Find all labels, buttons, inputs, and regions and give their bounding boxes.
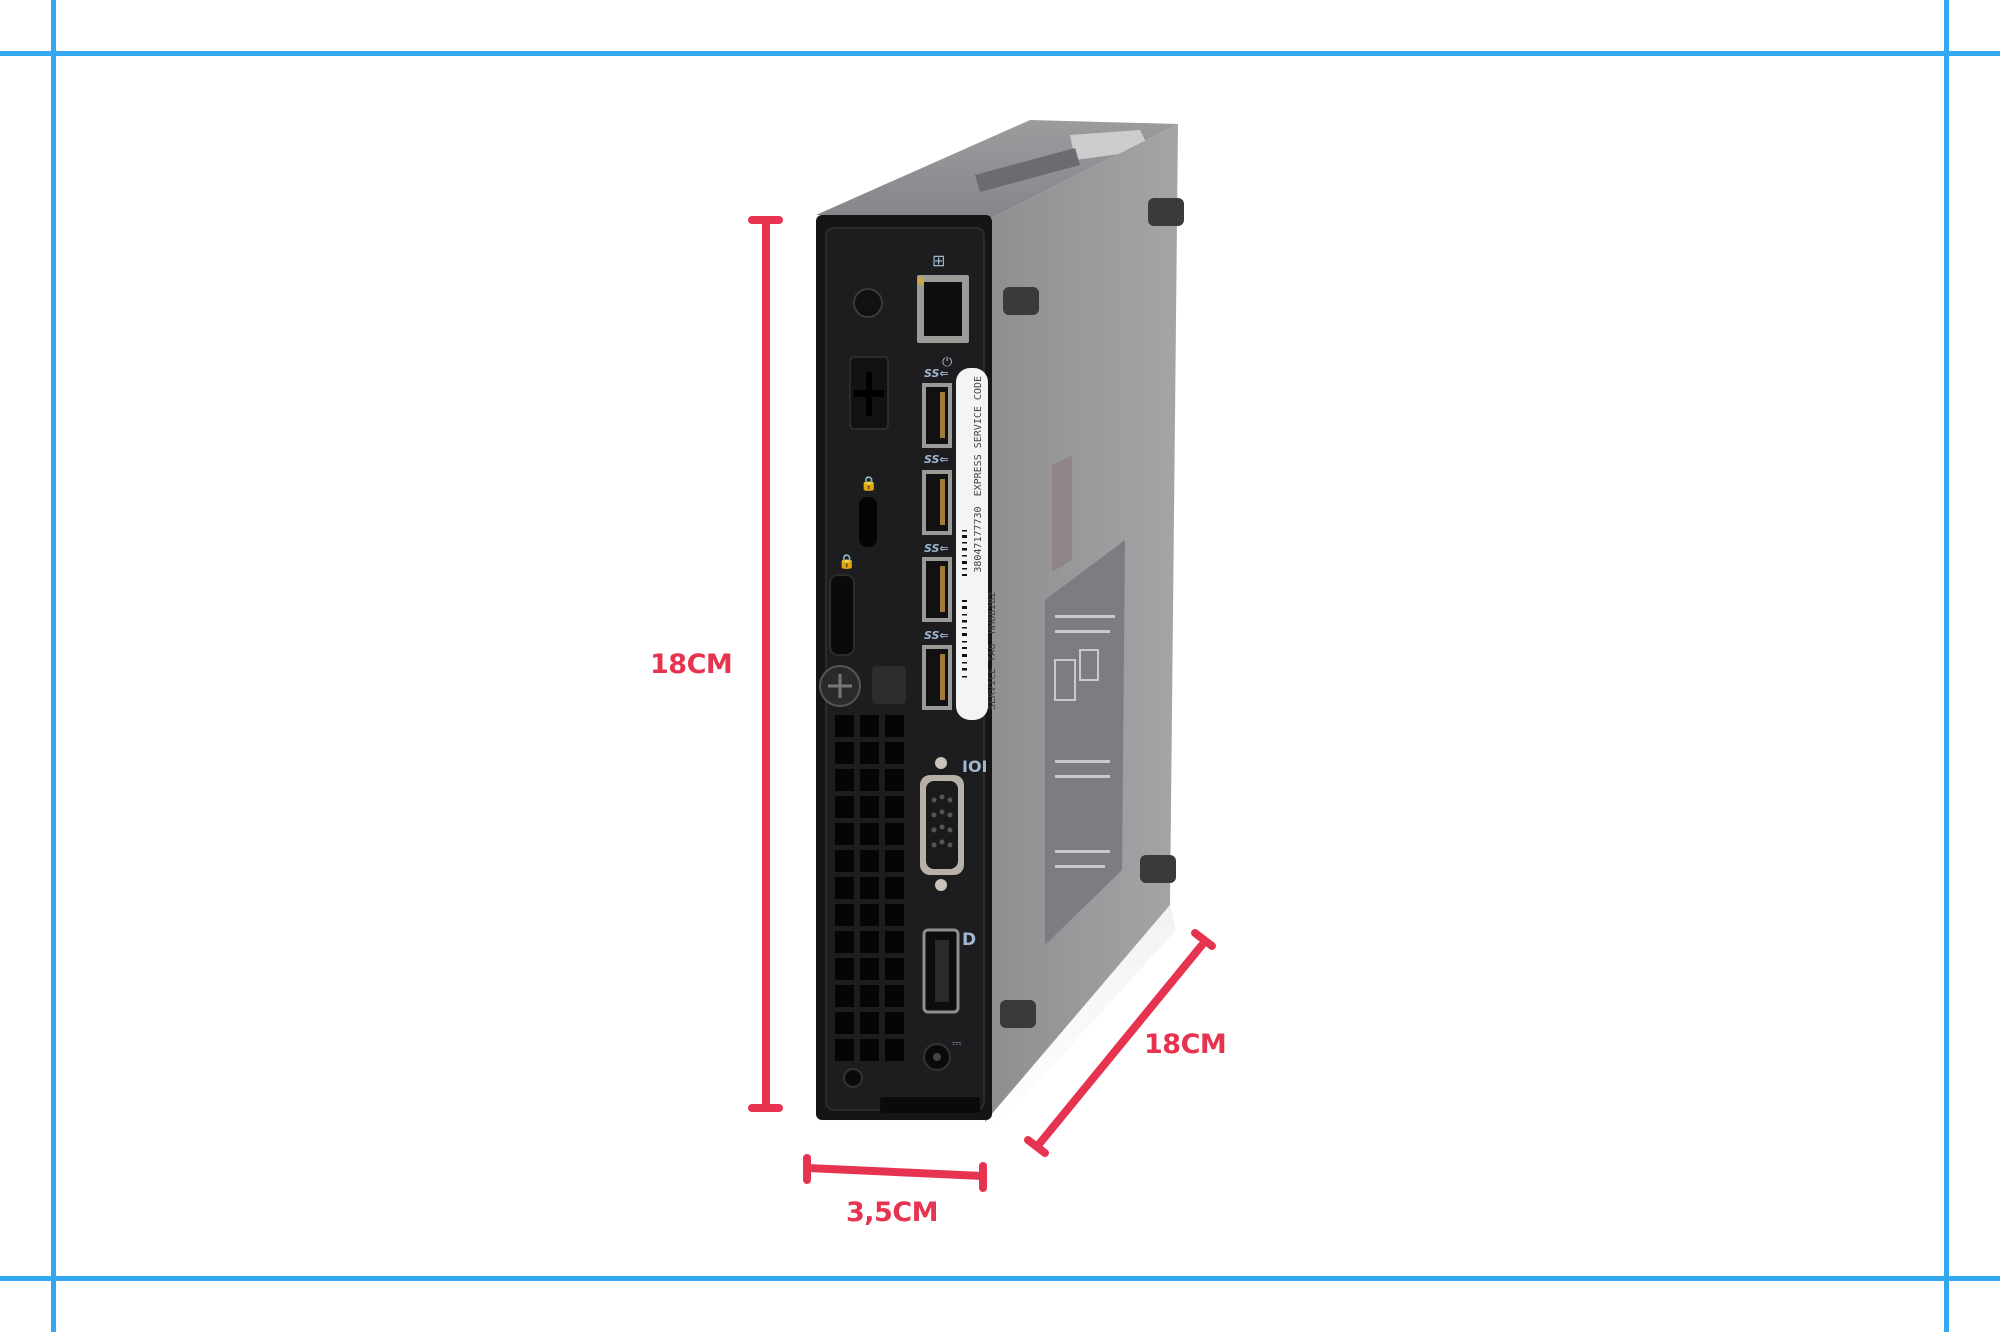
displayport-icon: D <box>962 930 976 950</box>
network-icon: ⊞ <box>932 251 945 270</box>
usb-port-2: SS⇐ <box>922 453 952 535</box>
displayport-port: D <box>922 928 976 1014</box>
service-tag-label: SERVICE TAG <box>987 643 998 710</box>
depth-dimension-cap-bottom <box>1024 1136 1049 1157</box>
padlock-icon: 🔒 <box>838 554 855 570</box>
service-tag-value: HH8B2B2 <box>987 591 998 634</box>
kensington-slot <box>859 497 877 547</box>
depth-dimension-cap-top <box>1191 929 1216 950</box>
ethernet-port: ⊞ <box>917 251 969 343</box>
depth-dimension-label: 18CM <box>1144 1029 1227 1060</box>
regulatory-label <box>1045 540 1125 945</box>
audio-jack <box>853 288 883 318</box>
frame-line-top <box>0 51 2000 56</box>
superspeed-usb-icon: SS⇐ <box>924 453 949 466</box>
service-sticker <box>956 368 988 720</box>
usb-port-4: SS⇐ <box>922 629 952 710</box>
dc-in-port: ⎓ <box>923 1036 962 1071</box>
width-dimension-label: 3,5CM <box>846 1197 939 1228</box>
frame-line-left <box>51 0 56 1332</box>
dc-power-icon: ⎓ <box>952 1036 962 1050</box>
superspeed-usb-icon: SS⇐ <box>924 367 949 380</box>
bottom-slot <box>880 1097 980 1113</box>
service-sticker-text: 38047177730 EXPRESS SERVICE CODE SERVICE… <box>972 368 1004 720</box>
padlock-ring <box>829 574 855 656</box>
superspeed-usb-icon: SS⇐ <box>924 629 949 642</box>
width-dimension-line <box>803 1164 987 1180</box>
kensington-lock-icon: 🔒 <box>860 476 877 492</box>
usb-port-3: SS⇐ <box>922 542 952 622</box>
rubber-feet <box>1000 198 1184 1028</box>
usb-ports: ⏻ SS⇐ SS⇐ SS⇐ SS⇐ <box>922 355 952 710</box>
vga-icon: IOI <box>962 757 988 776</box>
power-icon: ⏻ <box>942 355 952 370</box>
top-label-dark <box>975 148 1080 192</box>
express-service-code-label: EXPRESS SERVICE CODE <box>973 376 984 497</box>
height-dimension-label: 18CM <box>650 649 733 680</box>
superspeed-usb-icon: SS⇐ <box>924 542 949 555</box>
windows-sticker <box>1052 455 1072 572</box>
vga-port: IOI <box>920 757 988 891</box>
usb-port-1: SS⇐ <box>922 367 952 448</box>
express-service-code-value: 38047177730 <box>973 506 984 573</box>
bottom-screw-hole <box>843 1068 863 1088</box>
cable-clip <box>872 666 906 704</box>
vent-grid <box>835 715 904 1061</box>
frame-line-right <box>1944 0 1949 1332</box>
frame-line-bottom <box>0 1276 2000 1281</box>
regulatory-marks <box>1054 615 1115 868</box>
depth-dimension-line <box>1036 941 1206 1147</box>
